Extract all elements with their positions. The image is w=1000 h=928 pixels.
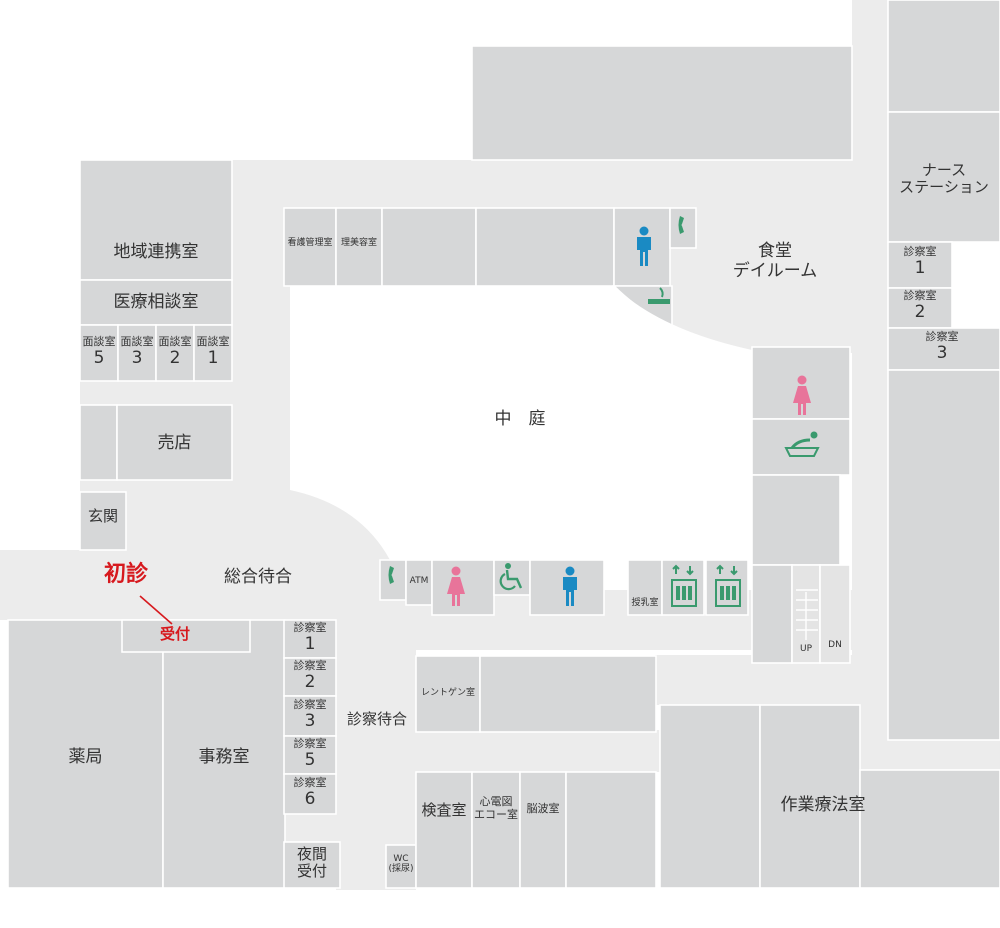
- label-entrance: 玄関: [87, 507, 118, 525]
- label-ot: 作業療法室: [780, 795, 866, 815]
- label-atm: ATM: [409, 576, 429, 586]
- label-xray: レントゲン室: [420, 688, 475, 698]
- rooms: [7, 0, 1000, 889]
- label-pharmacy: 薬局: [68, 747, 103, 767]
- female-toilet-icon: [793, 375, 811, 415]
- label-nurse-station: ナースステーション: [899, 161, 989, 197]
- label-eeg: 脳波室: [526, 802, 560, 815]
- label-courtyard: 中 庭: [494, 409, 546, 429]
- label-reception: 受付: [160, 625, 191, 643]
- male-toilet-icon: [563, 566, 577, 606]
- first-visit-pointer: [139, 595, 173, 625]
- label-dining: 食堂デイルーム: [732, 241, 818, 281]
- elevator-icon: [671, 564, 697, 607]
- label-general-waiting: 総合待合: [224, 567, 292, 587]
- male-toilet-icon: [637, 226, 651, 266]
- label-night-reception: 夜間受付: [296, 845, 327, 881]
- label-nursing-room: 授乳室: [631, 598, 659, 608]
- label-shop: 売店: [157, 433, 192, 453]
- phone-icon: [678, 216, 684, 234]
- label-community-room: 地域連携室: [113, 242, 199, 262]
- label-wc: WC(採尿): [388, 854, 414, 875]
- label-medical-consult: 医療相談室: [113, 292, 199, 312]
- elevator-icon: [715, 564, 741, 607]
- stairs-icon: [796, 589, 818, 640]
- label-ecg: 心電図エコー室: [474, 795, 518, 821]
- courtyard-area: [290, 286, 752, 560]
- bath-icon: [784, 431, 820, 457]
- label-dn: DN: [828, 640, 842, 650]
- label-nursing-admin: 看護管理室: [287, 238, 333, 248]
- label-up: UP: [799, 644, 812, 654]
- label-lab: 検査室: [421, 801, 467, 819]
- female-toilet-icon: [447, 566, 465, 606]
- phone-icon: [388, 566, 394, 584]
- accessible-toilet-icon: [499, 563, 523, 591]
- smoking-area-icon: [648, 287, 670, 304]
- label-barber: 理美容室: [340, 238, 377, 248]
- label-office: 事務室: [198, 747, 250, 767]
- label-first-visit: 初診: [104, 562, 149, 587]
- label-exam-waiting: 診察待合: [346, 710, 407, 728]
